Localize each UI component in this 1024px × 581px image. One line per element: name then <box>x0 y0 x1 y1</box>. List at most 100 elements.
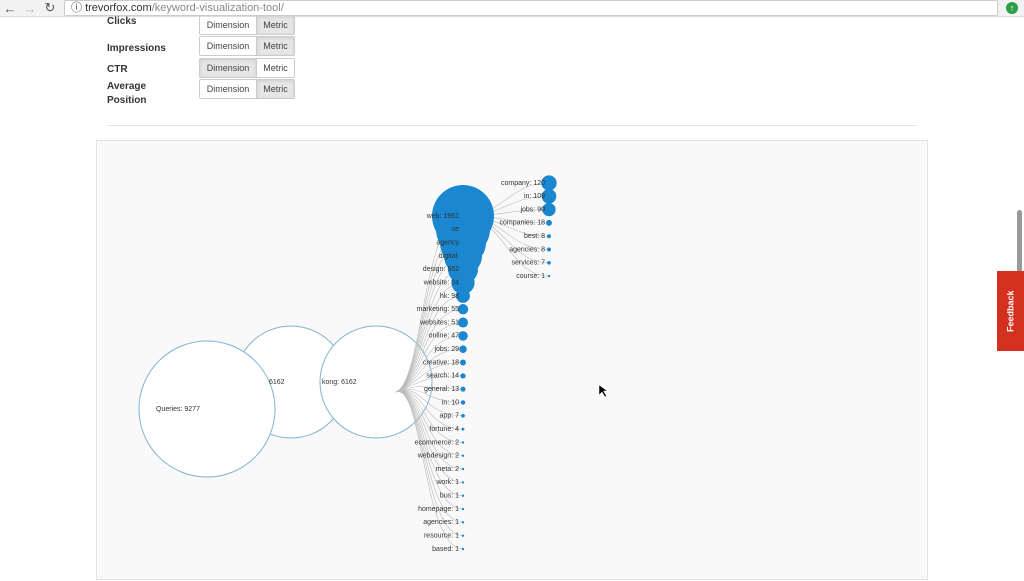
url-domain: trevorfox.com <box>85 2 152 14</box>
child-node <box>461 467 465 471</box>
dimension-option[interactable]: Dimension <box>206 41 250 51</box>
address-bar[interactable]: ⓘ trevorfox.com/keyword-visualization-to… <box>64 0 998 16</box>
web-child-node <box>547 247 551 252</box>
child-label: homepage: 1 <box>418 506 459 513</box>
reload-icon[interactable]: ↻ <box>44 0 56 15</box>
web-child-label: best: 8 <box>524 233 545 240</box>
child-label: marketing: 55 <box>417 306 460 313</box>
link <box>395 322 464 393</box>
web-child-node <box>547 274 551 278</box>
url-path: /keyword-visualization-tool/ <box>151 2 284 14</box>
child-node <box>461 521 465 524</box>
level1-label: 6162 <box>269 379 285 386</box>
info-icon: ⓘ <box>71 2 86 14</box>
child-node <box>461 507 465 511</box>
child-label: app: 7 <box>440 413 460 420</box>
web-child-node <box>542 202 556 217</box>
web-child-node <box>547 234 551 239</box>
setting-label: Clicks <box>107 16 137 27</box>
forward-icon[interactable]: → <box>23 0 37 16</box>
child-label: creative: 18 <box>423 359 459 366</box>
child-label: meta: 2 <box>436 466 459 473</box>
dimension-option[interactable]: Dimension <box>200 58 256 77</box>
feedback-label: Feedback <box>1005 290 1016 332</box>
child-label: digital: <box>439 253 459 260</box>
kong-node-circle <box>319 325 433 439</box>
child-label: jobs: 29 <box>433 346 459 353</box>
web-child-node <box>541 188 557 204</box>
child-label: based: 1 <box>432 546 459 553</box>
child-node <box>451 270 475 295</box>
child-node <box>461 547 465 551</box>
dimension-option[interactable]: Dimension <box>206 20 250 30</box>
child-node <box>461 441 465 444</box>
child-label: web: 1961 <box>426 213 459 220</box>
extension-icon[interactable]: ↑ <box>1006 2 1018 14</box>
web-child-label: course: 1 <box>516 273 545 280</box>
setting-label: Impressions <box>107 43 166 54</box>
scrollbar[interactable] <box>1017 210 1022 300</box>
divider <box>107 125 917 126</box>
child-label: work: 1 <box>435 479 459 486</box>
child-node <box>460 386 466 392</box>
child-node <box>461 413 465 418</box>
child-label: webdesign: 2 <box>417 453 459 460</box>
child-node <box>460 359 466 366</box>
child-node <box>460 400 466 405</box>
dimension-option[interactable]: Dimension <box>206 84 250 94</box>
web-child-node <box>546 219 552 226</box>
child-node <box>461 534 465 537</box>
feedback-button[interactable]: Feedback <box>997 271 1024 351</box>
large-nodes <box>138 325 433 478</box>
child-label: design: 562 <box>423 266 459 273</box>
child-label: online: 47 <box>429 333 459 340</box>
child-label: bus: 1 <box>440 493 459 500</box>
dimension-metric-toggle: Dimension Metric <box>199 36 295 56</box>
dimension-metric-toggle: Dimension Metric <box>199 15 295 35</box>
child-label: resource: 1 <box>424 533 459 540</box>
web-child-label: company: 120 <box>501 180 545 187</box>
child-label: agencies: 1 <box>423 519 459 526</box>
child-node <box>458 331 468 341</box>
child-label: hk: 98 <box>440 293 459 300</box>
child-label: search: 14 <box>426 373 459 380</box>
child-node <box>461 427 465 431</box>
dimension-metric-toggle: Dimension Metric <box>199 79 295 99</box>
web-child-label: companies: 18 <box>499 220 545 227</box>
metric-option[interactable]: Metric <box>256 80 294 98</box>
child-node <box>457 304 469 315</box>
child-node <box>460 373 466 379</box>
browser-toolbar: ← → ↻ ⓘ trevorfox.com/keyword-visualizat… <box>0 0 1024 17</box>
metric-option[interactable]: Metric <box>256 37 294 55</box>
child-label: fortune: 4 <box>429 426 459 433</box>
root-node-circle <box>138 340 276 478</box>
link <box>395 295 464 393</box>
root-label: Queries: 9277 <box>156 406 200 413</box>
setting-label: Average Position <box>107 81 147 106</box>
setting-label: CTR <box>107 64 128 75</box>
link <box>395 391 464 550</box>
child-label: general: 13 <box>424 386 459 393</box>
child-label: in: 10 <box>442 399 459 406</box>
nodes <box>432 175 557 551</box>
web-child-label: services: 7 <box>512 260 546 267</box>
link <box>395 362 464 393</box>
metric-option[interactable]: Metric <box>256 58 294 77</box>
metric-option[interactable]: Metric <box>256 16 294 34</box>
link <box>395 375 464 393</box>
link <box>395 390 464 417</box>
back-icon[interactable]: ← <box>3 0 17 16</box>
web-child-node <box>547 260 551 265</box>
child-label: ecommerce: 2 <box>415 439 459 446</box>
link <box>395 335 464 393</box>
child-label: agency <box>436 239 459 246</box>
web-child-label: agencies: 8 <box>509 246 545 253</box>
child-label: website: 34 <box>423 279 460 286</box>
link <box>395 348 464 393</box>
web-child-node <box>541 175 557 191</box>
child-node <box>456 288 470 303</box>
child-node <box>461 454 465 457</box>
